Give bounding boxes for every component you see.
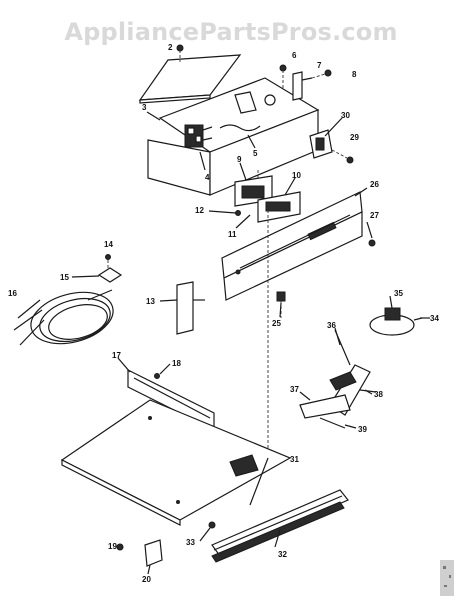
callout: 30: [341, 111, 350, 120]
callout: 29: [350, 133, 359, 142]
callout: 35: [394, 289, 403, 298]
callout: 17: [112, 351, 121, 360]
callout-labels: 2 3 4 5 6 7 8 9 10 11 12 13 14 15 16 17 …: [8, 43, 439, 584]
screw-icon: [324, 69, 332, 77]
callout: 13: [146, 297, 155, 306]
screw-icon: [154, 373, 160, 379]
callout: 20: [142, 575, 151, 584]
leader-lines: [71, 111, 430, 575]
part-top-cover: [138, 54, 242, 104]
part-grommet: [97, 267, 123, 283]
screw-icon: [235, 210, 241, 216]
callout: 8: [352, 70, 357, 79]
part-control-housing: [147, 77, 320, 196]
callout: 26: [370, 180, 379, 189]
part-corner-bracket: [144, 539, 163, 567]
callout: 18: [172, 359, 181, 368]
callout: 39: [358, 425, 367, 434]
screw-icon: [368, 239, 376, 247]
callout: 14: [104, 240, 113, 249]
callout: 27: [370, 211, 379, 220]
watermark: AppliancePartsPros.com: [64, 18, 398, 46]
part-switch: [309, 129, 333, 159]
part-wire-harness: [13, 289, 114, 346]
callout: 2: [168, 43, 173, 52]
callout: 25: [272, 319, 281, 328]
part-control-panel: [221, 191, 363, 301]
callout: 9: [237, 155, 242, 164]
screw-icon: [208, 521, 216, 529]
part-clock-module: [234, 175, 301, 223]
callout: 6: [292, 51, 297, 60]
scan-noise: [440, 560, 454, 596]
callout: 38: [374, 390, 383, 399]
callout: 34: [430, 314, 439, 323]
callout: 31: [290, 455, 299, 464]
callout: 7: [317, 61, 322, 70]
screw-icon: [346, 156, 354, 164]
callout: 10: [292, 171, 301, 180]
part-front-trim: [211, 489, 349, 563]
part-bottom-panel: [60, 399, 292, 526]
callout: 19: [108, 542, 117, 551]
callout: 12: [195, 206, 204, 215]
callout: 16: [8, 289, 17, 298]
part-end-cap: [176, 281, 194, 335]
callout: 33: [186, 538, 195, 547]
callout: 3: [142, 103, 147, 112]
callout: 32: [278, 550, 287, 559]
part-connector: [276, 291, 286, 302]
callout: 15: [60, 273, 69, 282]
screw-icon: [105, 254, 111, 260]
part-bracket: [292, 71, 303, 101]
callout: 37: [290, 385, 299, 394]
part-door-latch-assembly: [299, 307, 423, 429]
callout: 36: [327, 321, 336, 330]
screw-icon: [116, 543, 124, 551]
callout: 11: [228, 230, 237, 239]
callout: 4: [205, 173, 210, 182]
callout: 5: [253, 149, 258, 158]
